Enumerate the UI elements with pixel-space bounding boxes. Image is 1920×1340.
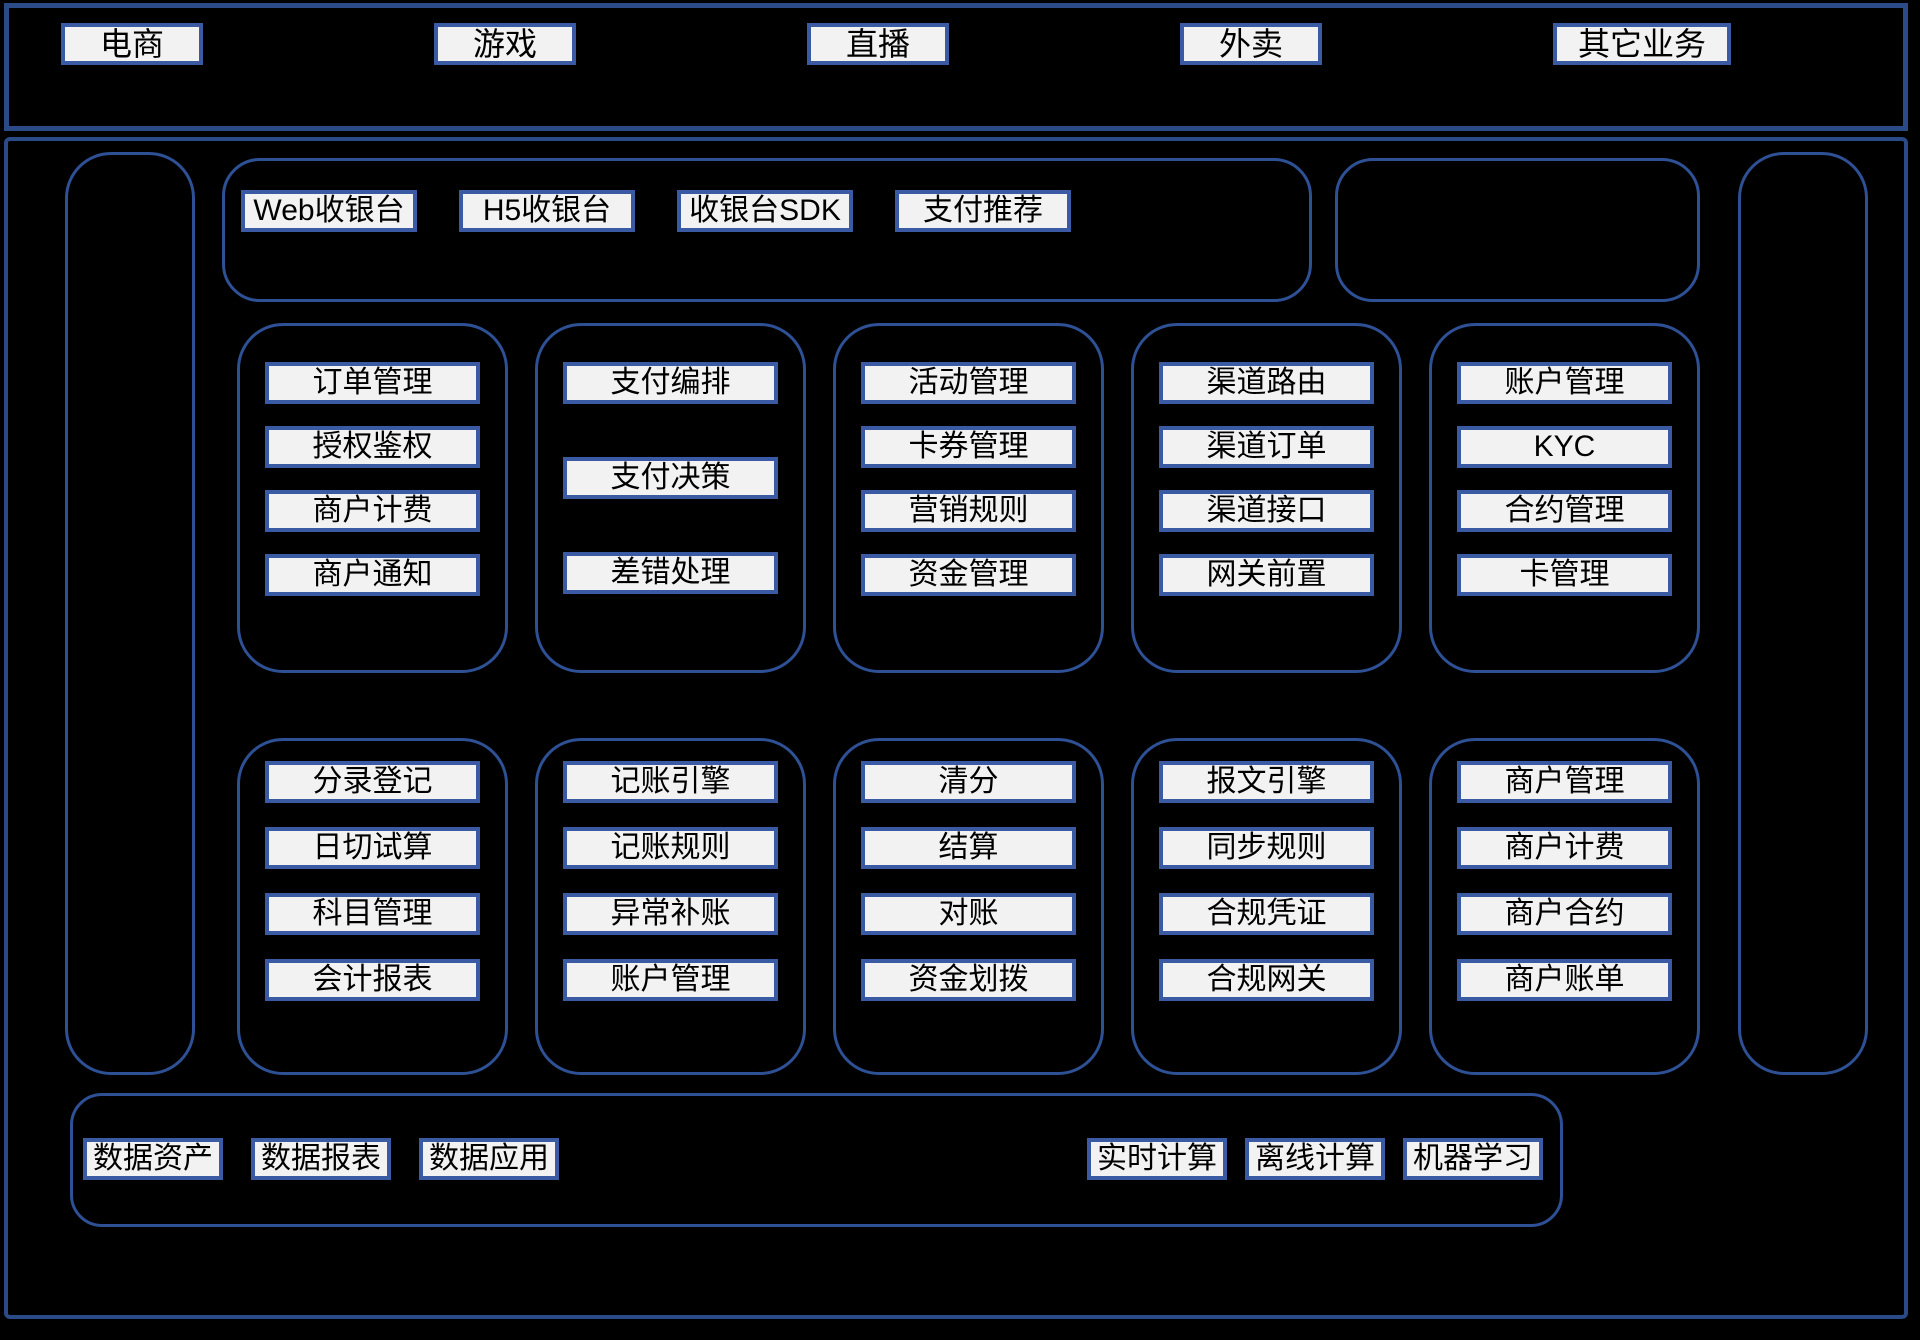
cashier-box-web: Web收银台 [241, 190, 417, 232]
module-box: 卡管理 [1457, 554, 1672, 596]
module-box: 日切试算 [265, 827, 480, 869]
channel-group: 渠道路由 渠道订单 渠道接口 网关前置 [1131, 323, 1402, 673]
clearing-settlement-group: 清分 结算 对账 资金划拨 [833, 738, 1104, 1075]
module-box: 支付决策 [563, 457, 778, 499]
business-box-takeout: 外卖 [1180, 23, 1322, 65]
empty-panel [1335, 158, 1700, 302]
module-box: 授权鉴权 [265, 426, 480, 468]
data-box-apps: 数据应用 [419, 1138, 559, 1180]
business-box-live: 直播 [807, 23, 949, 65]
platform-container: Web收银台 H5收银台 收银台SDK 支付推荐 订单管理 授权鉴权 商户计费 … [4, 137, 1908, 1319]
module-box: KYC [1457, 426, 1672, 468]
data-box-ml: 机器学习 [1403, 1138, 1543, 1180]
module-box: 合约管理 [1457, 490, 1672, 532]
compliance-group: 报文引擎 同步规则 合规凭证 合规网关 [1131, 738, 1402, 1075]
module-box: 差错处理 [563, 552, 778, 594]
data-box-offline: 离线计算 [1245, 1138, 1385, 1180]
cashier-box-h5: H5收银台 [459, 190, 635, 232]
accounting-entry-group: 分录登记 日切试算 科目管理 会计报表 [237, 738, 508, 1075]
business-box-ecommerce: 电商 [61, 23, 203, 65]
payment-core-group: 支付编排 支付决策 差错处理 [535, 323, 806, 673]
module-box: 商户账单 [1457, 959, 1672, 1001]
module-box: 网关前置 [1159, 554, 1374, 596]
cashier-layer: Web收银台 H5收银台 收银台SDK 支付推荐 [222, 158, 1312, 302]
module-box: 账户管理 [563, 959, 778, 1001]
data-box-reports: 数据报表 [251, 1138, 391, 1180]
merchant-group: 商户管理 商户计费 商户合约 商户账单 [1429, 738, 1700, 1075]
module-box: 清分 [861, 761, 1076, 803]
module-box: 营销规则 [861, 490, 1076, 532]
module-box: 账户管理 [1457, 362, 1672, 404]
module-box: 卡券管理 [861, 426, 1076, 468]
module-box: 报文引擎 [1159, 761, 1374, 803]
module-box: 渠道订单 [1159, 426, 1374, 468]
module-box: 结算 [861, 827, 1076, 869]
data-box-assets: 数据资产 [83, 1138, 223, 1180]
account-group: 账户管理 KYC 合约管理 卡管理 [1429, 323, 1700, 673]
business-box-other: 其它业务 [1553, 23, 1731, 65]
right-rail [1738, 152, 1868, 1075]
marketing-group: 活动管理 卡券管理 营销规则 资金管理 [833, 323, 1104, 673]
module-box: 商户管理 [1457, 761, 1672, 803]
module-box: 活动管理 [861, 362, 1076, 404]
module-box: 商户通知 [265, 554, 480, 596]
module-box: 渠道接口 [1159, 490, 1374, 532]
order-service-group: 订单管理 授权鉴权 商户计费 商户通知 [237, 323, 508, 673]
module-box: 记账规则 [563, 827, 778, 869]
module-box: 会计报表 [265, 959, 480, 1001]
module-box: 合规网关 [1159, 959, 1374, 1001]
service-layer-row1: 订单管理 授权鉴权 商户计费 商户通知 支付编排 支付决策 差错处理 活动管理 … [237, 323, 1700, 673]
module-box: 合规凭证 [1159, 893, 1374, 935]
ledger-group: 记账引擎 记账规则 异常补账 账户管理 [535, 738, 806, 1075]
module-box: 资金管理 [861, 554, 1076, 596]
module-box: 商户合约 [1457, 893, 1672, 935]
module-box: 商户计费 [1457, 827, 1672, 869]
module-box: 科目管理 [265, 893, 480, 935]
cashier-box-recommend: 支付推荐 [895, 190, 1071, 232]
cashier-box-sdk: 收银台SDK [677, 190, 853, 232]
module-box: 订单管理 [265, 362, 480, 404]
service-layer-row2: 分录登记 日切试算 科目管理 会计报表 记账引擎 记账规则 异常补账 账户管理 … [237, 738, 1700, 1075]
module-box: 对账 [861, 893, 1076, 935]
module-box: 商户计费 [265, 490, 480, 532]
business-layer: 电商 游戏 直播 外卖 其它业务 [4, 3, 1908, 131]
module-box: 分录登记 [265, 761, 480, 803]
data-box-realtime: 实时计算 [1087, 1138, 1227, 1180]
module-box: 记账引擎 [563, 761, 778, 803]
module-box: 渠道路由 [1159, 362, 1374, 404]
data-layer: 数据资产 数据报表 数据应用 实时计算 离线计算 机器学习 [70, 1093, 1563, 1227]
left-rail [65, 152, 195, 1075]
module-box: 资金划拨 [861, 959, 1076, 1001]
module-box: 同步规则 [1159, 827, 1374, 869]
module-box: 异常补账 [563, 893, 778, 935]
data-layer-right-group: 实时计算 离线计算 机器学习 [1087, 1138, 1543, 1180]
business-box-game: 游戏 [434, 23, 576, 65]
module-box: 支付编排 [563, 362, 778, 404]
data-layer-left-group: 数据资产 数据报表 数据应用 [83, 1138, 559, 1180]
